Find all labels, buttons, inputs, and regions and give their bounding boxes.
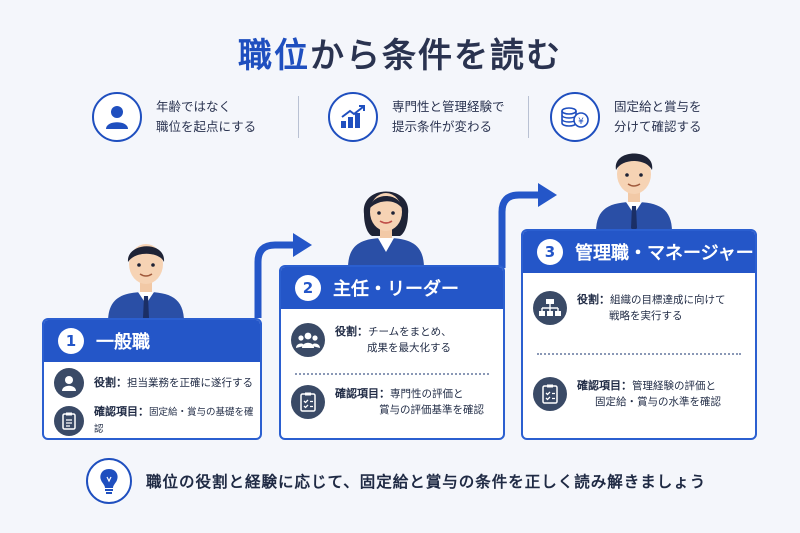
point-1: 年齢ではなく職位を起点にする xyxy=(92,90,256,144)
card-1-role-label: 役割： xyxy=(94,376,127,389)
arrow-1-head xyxy=(293,233,312,257)
card-2-check: 確認項目：専門性の評価と賞与の評価基準を確認 xyxy=(291,385,484,419)
card-3-check-text2: 固定給・賞与の水準を確認 xyxy=(595,396,721,408)
arrow-1-to-2 xyxy=(254,241,295,318)
lightbulb-icon xyxy=(86,458,132,504)
team-icon xyxy=(291,323,325,357)
card-3-role-label: 役割： xyxy=(577,293,610,306)
key-points: 年齢ではなく職位を起点にする 専門性と管理経験で提示条件が変わる ¥ 固定給と賞… xyxy=(92,90,732,144)
svg-text:¥: ¥ xyxy=(578,117,584,127)
checklist-icon xyxy=(54,406,84,436)
point-1-line2: 職位を起点にする xyxy=(156,119,257,134)
card-manager: 3 管理職・マネージャー 役割：組織の目標達成に向けて戦略を実行する 確認項目：… xyxy=(521,229,757,440)
card-2-role-label: 役割： xyxy=(335,325,368,338)
card-1-check-text: 固定給・賞与の基礎を確認 xyxy=(94,407,254,435)
manager-avatar xyxy=(596,153,672,232)
checklist-icon xyxy=(533,377,567,411)
point-2-line2: 提示条件が変わる xyxy=(392,119,493,134)
card-3-title: 管理職・マネージャー xyxy=(575,243,754,264)
title-accent: 職位 xyxy=(238,36,310,76)
card-2-role-text2: 成果を最大化する xyxy=(367,342,451,354)
card-3-role-text2: 戦略を実行する xyxy=(609,310,683,322)
card-1-check-label: 確認項目： xyxy=(94,405,149,418)
card-3-check-text1: 管理経験の評価と xyxy=(632,380,716,392)
arrow-2-to-3 xyxy=(498,191,540,268)
card-1-role-text: 担当業務を正確に遂行する xyxy=(127,377,253,389)
card-3-header: 3 管理職・マネージャー xyxy=(523,231,755,273)
dotted-divider xyxy=(537,353,741,355)
card-3-role: 役割：組織の目標達成に向けて戦略を実行する xyxy=(533,291,726,325)
step-number-1: 1 xyxy=(58,328,84,354)
divider xyxy=(298,96,299,138)
footer-tip: 職位の役割と経験に応じて、固定給と賞与の条件を正しく読み解きましょう xyxy=(86,456,726,506)
footer-text: 職位の役割と経験に応じて、固定給と賞与の条件を正しく読み解きましょう xyxy=(146,473,707,491)
arrow-2-head xyxy=(538,183,557,207)
card-2-check-label: 確認項目： xyxy=(335,387,390,400)
org-chart-icon xyxy=(533,291,567,325)
title-rest: から条件を読む xyxy=(310,36,562,76)
point-3-line2: 分けて確認する xyxy=(614,119,702,134)
card-1-title: 一般職 xyxy=(96,332,150,353)
checklist-icon xyxy=(291,385,325,419)
step-number-2: 2 xyxy=(295,275,321,301)
female-leader-avatar xyxy=(348,191,424,268)
person-icon xyxy=(54,368,84,398)
card-1-check: 確認項目：固定給・賞与の基礎を確認 xyxy=(54,404,260,438)
point-2: 専門性と管理経験で提示条件が変わる xyxy=(328,90,505,144)
coins-icon: ¥ xyxy=(550,92,600,142)
divider xyxy=(528,96,529,138)
card-2-check-text2: 賞与の評価基準を確認 xyxy=(379,404,484,416)
point-3: ¥ 固定給と賞与を分けて確認する xyxy=(550,90,702,144)
card-1-role: 役割：担当業務を正確に遂行する xyxy=(54,368,253,398)
point-3-line1: 固定給と賞与を xyxy=(614,99,702,114)
card-2-title: 主任・リーダー xyxy=(333,279,459,300)
card-2-check-text1: 専門性の評価と xyxy=(390,388,464,400)
person-icon xyxy=(92,92,142,142)
card-chief-leader: 2 主任・リーダー 役割：チームをまとめ、成果を最大化する 確認項目：専門性の評… xyxy=(279,265,505,440)
card-2-header: 2 主任・リーダー xyxy=(281,267,503,309)
dotted-divider xyxy=(295,373,489,375)
growth-chart-icon xyxy=(328,92,378,142)
point-2-line1: 専門性と管理経験で xyxy=(392,99,505,114)
page-title: 職位から条件を読む xyxy=(0,28,800,77)
step-number-3: 3 xyxy=(537,239,563,265)
card-3-role-text1: 組織の目標達成に向けて xyxy=(610,294,726,306)
card-1-header: 1 一般職 xyxy=(44,320,260,362)
card-2-role: 役割：チームをまとめ、成果を最大化する xyxy=(291,323,452,357)
card-3-check-label: 確認項目： xyxy=(577,379,632,392)
point-1-line1: 年齢ではなく xyxy=(156,99,232,114)
male-staff-avatar xyxy=(108,244,184,322)
card-2-role-text1: チームをまとめ、 xyxy=(368,326,452,338)
card-3-check: 確認項目：管理経験の評価と固定給・賞与の水準を確認 xyxy=(533,377,721,411)
card-general-staff: 1 一般職 役割：担当業務を正確に遂行する 確認項目：固定給・賞与の基礎を確認 xyxy=(42,318,262,440)
